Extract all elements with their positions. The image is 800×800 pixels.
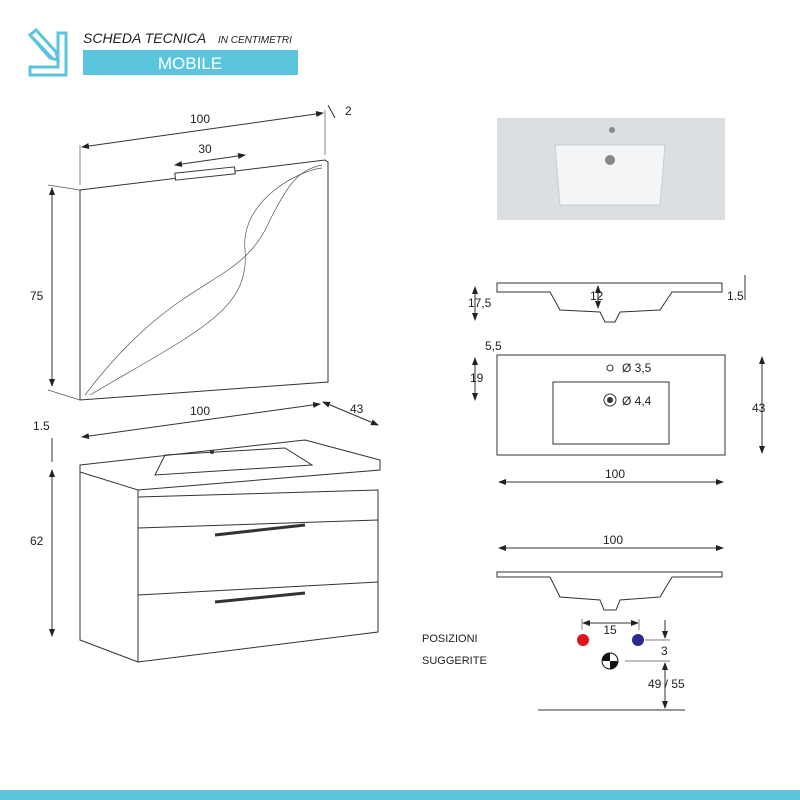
lamp-width: 30 xyxy=(198,142,212,156)
cabinet-height: 62 xyxy=(30,534,44,548)
header-banner xyxy=(83,50,298,75)
pencil-ruler-icon xyxy=(27,27,68,77)
drain-hole-diameter: Ø 4,4 xyxy=(622,394,652,408)
bowl-depth: 12 xyxy=(590,289,604,303)
tap-spacing: 15 xyxy=(603,623,617,637)
positions-label-2: SUGGERITE xyxy=(422,655,487,667)
suggested-positions xyxy=(538,619,685,711)
basin-photo xyxy=(497,118,725,220)
top-thickness: 1.5 xyxy=(33,419,50,433)
drain-icon xyxy=(601,652,619,670)
basin-front-view xyxy=(496,545,724,611)
tap-hole-diameter: Ø 3,5 xyxy=(622,361,652,375)
header-subtitle: IN CENTIMETRI xyxy=(218,35,292,46)
basin-depth: 43 xyxy=(752,401,766,415)
cold-water-icon xyxy=(632,634,644,646)
hot-water-icon xyxy=(577,634,589,646)
header-banner-label: MOBILE xyxy=(158,54,222,73)
hole-offset: 5,5 xyxy=(485,339,502,353)
cabinet-width: 100 xyxy=(190,404,210,418)
mirror-height: 75 xyxy=(30,289,44,303)
mirror-width: 100 xyxy=(190,112,210,126)
footer-bar xyxy=(0,790,800,800)
header-title: SCHEDA TECNICA xyxy=(83,30,206,46)
tap-offset: 3 xyxy=(661,644,668,658)
mirror-drawing xyxy=(47,104,336,401)
basin-section xyxy=(472,275,746,323)
basin-width: 100 xyxy=(605,467,625,481)
basin-top-view xyxy=(472,354,765,485)
basin-height: 17,5 xyxy=(468,296,492,310)
cabinet-depth: 43 xyxy=(350,402,364,416)
hole-depth: 19 xyxy=(470,371,484,385)
positions-label-1: POSIZIONI xyxy=(422,633,478,645)
drain-height: 49 / 55 xyxy=(648,677,685,691)
rim-thickness: 1.5 xyxy=(727,289,744,303)
front-width: 100 xyxy=(603,533,623,547)
cabinet-drawing xyxy=(49,401,381,663)
mirror-depth: 2 xyxy=(345,104,352,118)
